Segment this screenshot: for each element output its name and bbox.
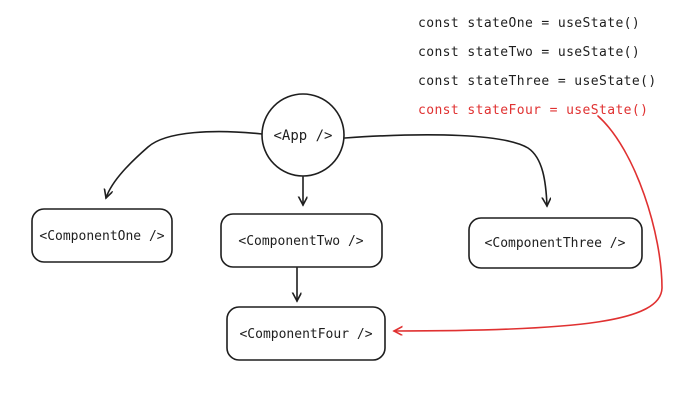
node-app-label: <App />	[273, 128, 332, 144]
node-componenttwo-shape	[220, 213, 383, 268]
edge-app-to-componentone	[106, 130, 263, 198]
node-componentfour-shape	[226, 306, 386, 361]
node-componentone: <ComponentOne />	[31, 208, 173, 263]
edge-app-to-componentthree	[344, 134, 547, 206]
node-componentone-label: <ComponentOne />	[39, 229, 164, 244]
node-componenttwo-label: <ComponentTwo />	[238, 234, 363, 249]
node-componentthree-label: <ComponentThree />	[485, 236, 626, 251]
node-componenttwo: <ComponentTwo />	[220, 213, 383, 268]
node-componentone-shape	[31, 208, 173, 263]
code-panel: const stateOne = useState() const stateT…	[418, 16, 657, 118]
code-line-state-two: const stateTwo = useState()	[418, 45, 640, 60]
node-app-shape	[261, 93, 345, 177]
code-line-state-one: const stateOne = useState()	[418, 16, 640, 31]
node-componentfour: <ComponentFour />	[226, 306, 386, 361]
node-componentthree: <ComponentThree />	[468, 217, 643, 269]
code-line-state-four: const stateFour = useState()	[418, 103, 648, 118]
node-componentfour-label: <ComponentFour />	[239, 327, 372, 342]
edge-statefour-to-componentfour	[394, 115, 663, 331]
node-componentthree-shape	[468, 217, 643, 269]
node-app: <App />	[261, 93, 345, 177]
code-line-state-three: const stateThree = useState()	[418, 74, 657, 89]
